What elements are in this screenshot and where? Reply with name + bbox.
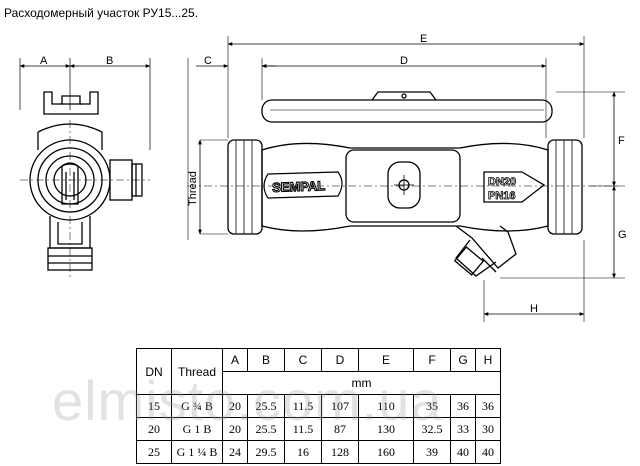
dim-label-h: H bbox=[530, 303, 538, 315]
dim-label-g: G bbox=[618, 229, 627, 241]
table-row: 20 G 1 B 20 25.5 11.5 87 130 32.5 33 30 bbox=[136, 417, 501, 441]
dim-label-d: D bbox=[400, 55, 408, 67]
header-b: B bbox=[247, 348, 285, 372]
cell-dn: 20 bbox=[136, 417, 172, 441]
cell-g: 36 bbox=[450, 394, 476, 418]
brand-marking: SEMPAL bbox=[272, 178, 326, 195]
table-header-row: DN Thread A B C D E F G H bbox=[136, 348, 501, 395]
header-a: A bbox=[222, 348, 248, 372]
dim-label-thread: Thread bbox=[187, 171, 199, 206]
front-view bbox=[188, 91, 620, 277]
cell-d: 107 bbox=[321, 394, 359, 418]
cell-d: 128 bbox=[321, 440, 359, 464]
dimension-lines bbox=[187, 36, 625, 322]
header-f: F bbox=[413, 348, 451, 372]
cell-g: 33 bbox=[450, 417, 476, 441]
header-thread: Thread bbox=[171, 348, 223, 395]
cell-thread: G ¾ B bbox=[171, 394, 223, 418]
cell-h: 30 bbox=[475, 417, 501, 441]
cell-f: 39 bbox=[413, 440, 451, 464]
cell-f: 35 bbox=[413, 394, 451, 418]
sempal-plate bbox=[263, 171, 343, 199]
cell-dn: 15 bbox=[136, 394, 172, 418]
cell-h: 36 bbox=[475, 394, 501, 418]
cell-c: 16 bbox=[284, 440, 322, 464]
cell-b: 25.5 bbox=[247, 394, 285, 418]
unit-label: mm bbox=[222, 371, 501, 395]
table-row: 15 G ¾ B 20 25.5 11.5 107 110 35 36 36 bbox=[136, 394, 501, 418]
cell-e: 130 bbox=[358, 417, 414, 441]
cell-a: 20 bbox=[222, 394, 248, 418]
flow-meter-drawing: A B SEMPAL bbox=[19, 33, 627, 322]
header-dn: DN bbox=[136, 348, 172, 395]
dim-label-c: C bbox=[204, 55, 212, 67]
cell-dn: 25 bbox=[136, 440, 172, 464]
cell-g: 40 bbox=[450, 440, 476, 464]
cell-a: 24 bbox=[222, 440, 248, 464]
cell-e: 110 bbox=[358, 394, 414, 418]
header-d: D bbox=[321, 348, 359, 372]
dim-label-a: A bbox=[40, 55, 48, 67]
table-row: 25 G 1 ¼ B 24 29.5 16 128 160 39 40 40 bbox=[136, 440, 501, 464]
cell-e: 160 bbox=[358, 440, 414, 464]
dim-label-f: F bbox=[618, 135, 625, 147]
header-e: E bbox=[358, 348, 414, 372]
diagram-caption: Расходомерный участок РУ15...25. bbox=[4, 6, 199, 20]
cell-d: 87 bbox=[321, 417, 359, 441]
dn-marking: DN20 bbox=[488, 176, 516, 188]
cell-h: 40 bbox=[475, 440, 501, 464]
header-h: H bbox=[475, 348, 501, 372]
dim-label-e: E bbox=[420, 33, 427, 45]
cell-c: 11.5 bbox=[284, 417, 322, 441]
dimensions-table: DN Thread A B C D E F G H mm 15 G ¾ B 20… bbox=[136, 348, 501, 464]
cell-b: 25.5 bbox=[247, 417, 285, 441]
cell-c: 11.5 bbox=[284, 394, 322, 418]
header-c: C bbox=[284, 348, 322, 372]
header-g: G bbox=[450, 348, 476, 372]
side-view bbox=[19, 58, 151, 280]
cell-thread: G 1 B bbox=[171, 417, 223, 441]
cell-thread: G 1 ¼ B bbox=[171, 440, 223, 464]
dim-label-b: B bbox=[106, 55, 113, 67]
pn-marking: PN16 bbox=[488, 190, 516, 202]
cell-b: 29.5 bbox=[247, 440, 285, 464]
cell-f: 32.5 bbox=[413, 417, 451, 441]
cell-a: 20 bbox=[222, 417, 248, 441]
